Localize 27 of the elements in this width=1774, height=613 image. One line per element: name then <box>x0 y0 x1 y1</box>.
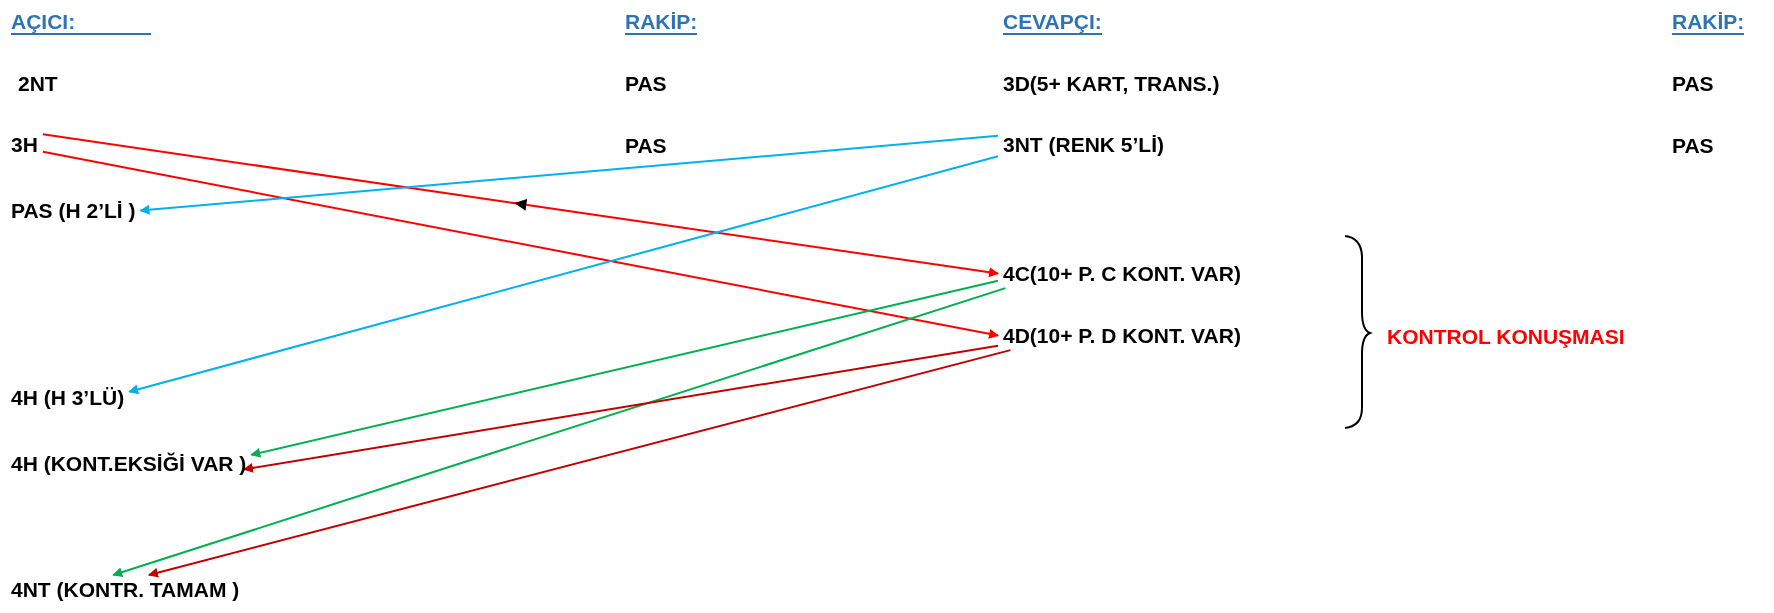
bid-text: 3D(5+ KART, TRANS.) <box>1003 72 1220 96</box>
bid-text: 4H (KONT.EKSİĞİ VAR ) <box>6 449 252 479</box>
arrow <box>128 155 999 395</box>
column-heading: AÇICI: <box>11 10 151 36</box>
bid-text: 3NT (RENK 5’Lİ) <box>998 130 1169 160</box>
arrow <box>242 344 999 473</box>
bid-text: 4C(10+ P. C KONT. VAR) <box>998 259 1246 289</box>
bid-text: 2NT <box>18 72 58 96</box>
arrow <box>139 134 999 215</box>
bid-text: 4H (H 3’LÜ) <box>6 383 130 413</box>
bid-text: 4NT (KONTR. TAMAM ) <box>6 575 245 605</box>
column-heading: RAKİP: <box>625 10 698 36</box>
bid-text: PAS <box>625 134 667 158</box>
arrow <box>147 349 1012 578</box>
bid-text: PAS <box>625 72 667 96</box>
note-text: KONTROL KONUŞMASI <box>1387 325 1625 349</box>
bid-text: PAS <box>1672 134 1714 158</box>
arrow <box>250 279 999 458</box>
bid-text: PAS <box>1672 72 1714 96</box>
column-heading: RAKİP: <box>1672 10 1745 36</box>
column-heading: CEVAPÇI: <box>1003 10 1102 36</box>
arrow <box>112 287 1007 577</box>
arrow <box>41 150 999 339</box>
bid-text: 4D(10+ P. D KONT. VAR) <box>998 321 1246 351</box>
bid-text: 3H <box>6 130 43 160</box>
arrow <box>41 133 999 277</box>
bid-text: PAS (H 2’Lİ ) <box>6 196 141 226</box>
